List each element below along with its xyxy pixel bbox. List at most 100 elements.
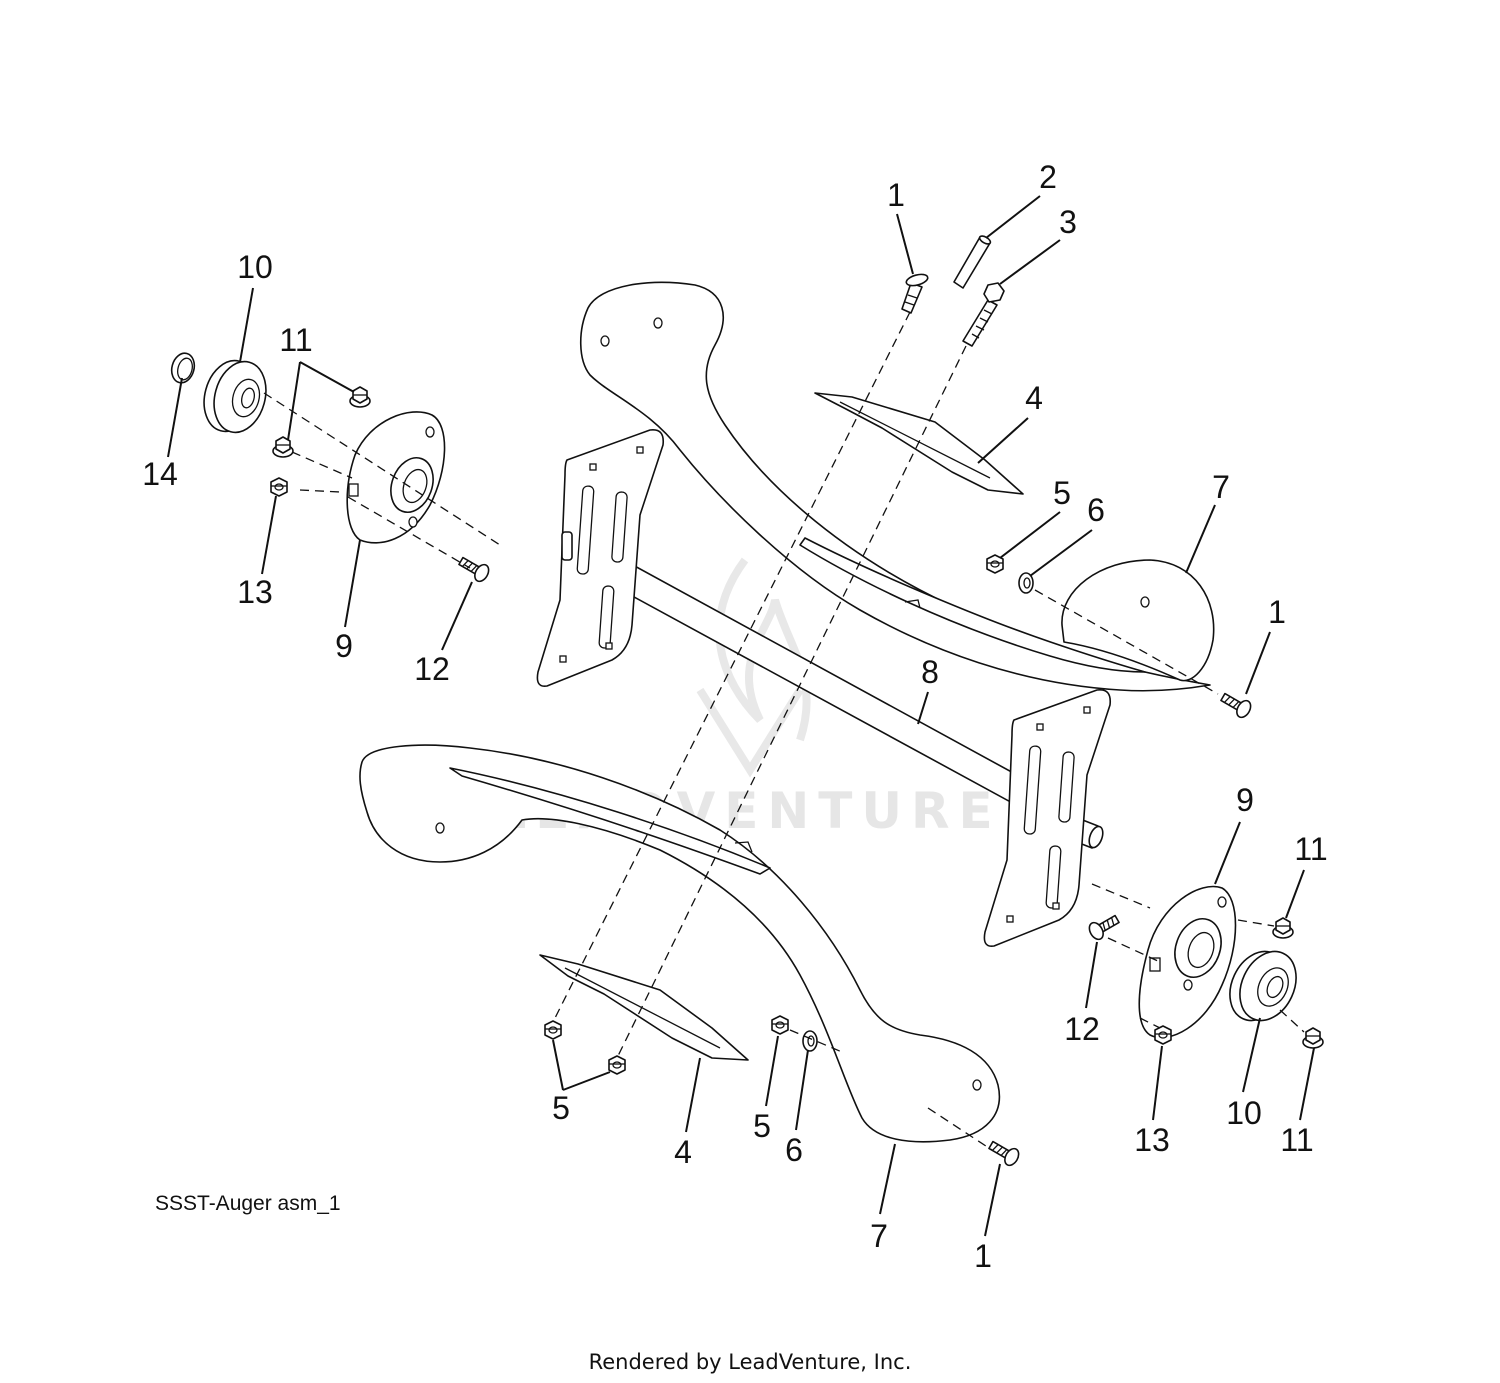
left-flange-nut-lower [272,436,294,458]
callout-label: 5 [753,1108,771,1144]
leader-line [977,417,1029,464]
callout-label: 12 [414,651,450,687]
lower-right-bolt [985,1136,1023,1169]
leader-line [1085,941,1098,1009]
leader-line [239,287,254,363]
leader-line [1152,1045,1163,1121]
right-flange-nut-upper [1272,917,1294,939]
screw-threads [971,309,993,339]
callout-label: 9 [1236,782,1254,818]
lower-hex-nut-mid [771,1015,789,1035]
bracket-hole [1006,915,1014,923]
bracket-plate-body [536,428,665,688]
left-bearing [203,359,267,434]
lower-blade-slot [449,767,771,875]
right-bracket-plate [983,688,1112,948]
pin-body [953,236,991,289]
upper-blade-hole [653,317,663,329]
right-hex-nut [1154,1025,1172,1045]
callout-label: 7 [870,1218,888,1254]
left-hex-nut [270,477,288,497]
leader-line [765,1035,779,1107]
lower-blade-hole [972,1079,982,1091]
leader-line [984,1163,1001,1237]
callout-label: 10 [237,249,273,285]
retaining-ring [170,352,196,384]
bracket-hole [1052,902,1060,910]
callout-label: 6 [1087,492,1105,528]
leader-line [1285,869,1305,919]
callout-labels: 1 2 3 10 11 4 14 5 6 7 13 9 12 1 8 9 11 … [142,159,1327,1274]
upper-blade-hole [600,335,610,347]
lower-auger-blade [359,744,1001,1143]
leader-line [1214,821,1241,885]
leader-line [999,239,1061,285]
bearing-inner-race [1257,967,1289,1007]
upper-right-paddle-body [1061,559,1215,682]
lower-hex-nut-right [608,1055,626,1075]
left-carriage-bolt [455,552,493,585]
centerline [1237,919,1275,927]
bearing-inner-race [231,378,261,418]
leader-line [344,539,361,628]
lower-paddle-ridge [564,967,721,1049]
shaft-tube [589,545,1051,819]
shear-screw [962,282,1005,347]
bracket-hub [561,531,573,561]
callout-label: 13 [1134,1122,1170,1158]
callout-label: 1 [887,177,905,213]
centerline [1091,883,1151,909]
screw-shank [962,299,998,347]
lower-lock-washer [802,1030,818,1052]
leader-line [287,361,355,441]
callout-label: 1 [1268,594,1286,630]
upper-paddle [814,392,1024,495]
bearing-bore [1266,975,1284,999]
callout-label: 5 [552,1090,570,1126]
lower-hex-nut-left [544,1020,562,1040]
render-credit: Rendered by LeadVenture, Inc. [589,1350,912,1374]
leader-lines [167,195,1315,1237]
callout-label: 11 [1294,831,1327,867]
paddle-hole [1140,596,1150,608]
bracket-plate-body [983,688,1112,948]
assembly-centerlines [263,311,1305,1151]
centerline [789,1029,843,1053]
leader-line [999,511,1061,559]
callout-label: 12 [1064,1011,1100,1047]
ring-outer [170,352,196,384]
lower-blade-body [359,744,1001,1143]
leader-line [1245,631,1271,695]
callout-label: 10 [1226,1095,1262,1131]
centerline [291,451,353,479]
leader-line [879,1143,896,1215]
leader-line [896,213,914,275]
callout-label: 7 [1212,469,1230,505]
right-bearing [1229,950,1297,1022]
leader-line [167,377,183,458]
bolt-shank [901,282,923,314]
bracket-slot [598,585,615,649]
leader-line [1242,1017,1261,1093]
upper-blade-notch [904,599,921,609]
bracket-hole [605,642,613,650]
bracket-hole [1083,706,1091,714]
leader-line [917,691,929,725]
leader-line [1299,1047,1315,1121]
centerline [616,345,967,1059]
leader-line [685,1057,701,1133]
callout-label: 1 [974,1238,992,1274]
centerline [263,392,501,546]
bracket-slot [611,491,628,563]
bracket-slot [576,485,595,575]
screw-head [983,282,1005,303]
bolt-head [905,273,929,287]
upper-paddle-body [814,392,1024,495]
upper-blade-body [579,281,1211,692]
shaft-stub-end [1088,825,1104,849]
bracket-slot [1023,745,1042,835]
upper-blade-slot [799,537,1146,673]
leader-line [1185,504,1216,574]
left-flange-nut-upper [349,386,371,408]
